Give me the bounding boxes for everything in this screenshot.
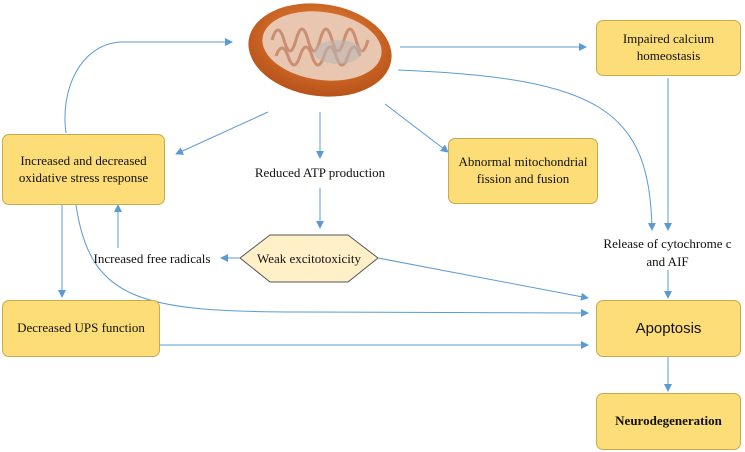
node-apoptosis: Apoptosis [596, 300, 741, 357]
arrow-mito-to-cytochrome [397, 69, 656, 231]
node-oxidative-stress: Increased and decreased oxidative stress… [2, 134, 165, 205]
arrow-mito-to-oxidative [175, 111, 269, 155]
node-calcium-homeostasis: Impaired calcium homeostasis [596, 20, 741, 76]
label-atp-production: Reduced ATP production [254, 165, 386, 180]
label-free-radicals: Increased free radicals [93, 251, 211, 266]
arrow-oxidative-to-apoptosis [75, 204, 589, 317]
arrow-mito-to-fission [384, 103, 449, 153]
arrow-oxidative-to-mito [64, 38, 233, 134]
arrow-hexagon-to-apoptosis [377, 257, 589, 301]
node-ups-function: Decreased UPS function [2, 300, 160, 357]
mitochondrion-illustration [248, 3, 392, 97]
node-excitotoxicity: Weak excitotoxicity [257, 250, 361, 266]
node-neurodegeneration: Neurodegeneration [596, 393, 741, 450]
label-cytochrome-release: Release of cytochrome c and AIF [603, 236, 732, 269]
node-fission-fusion: Abnormal mitochondrial fission and fusio… [448, 138, 598, 204]
